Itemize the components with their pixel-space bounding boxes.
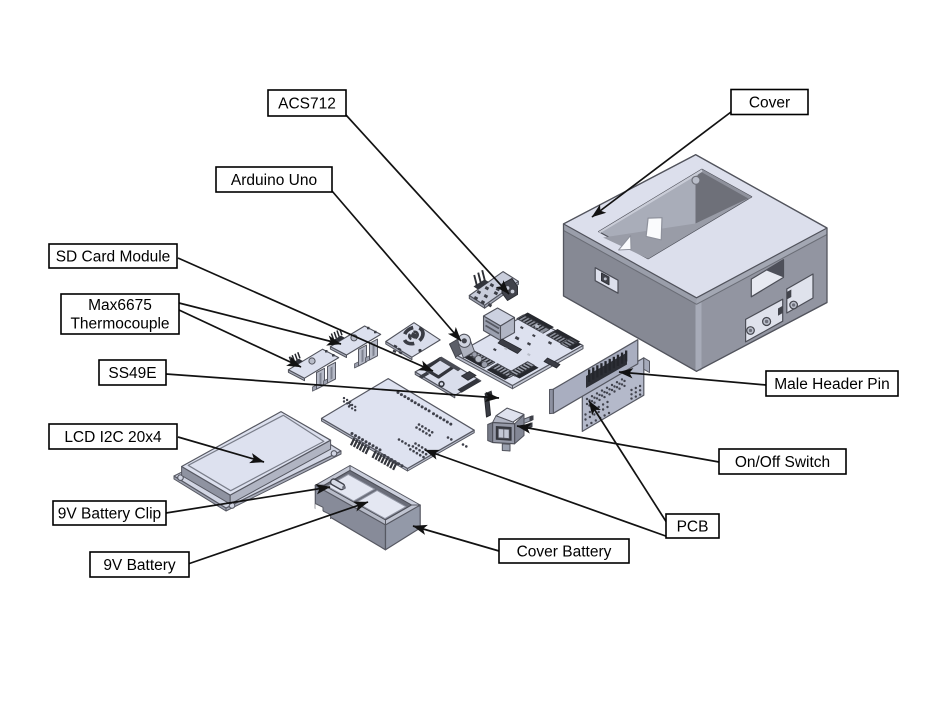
svg-text:LCD I2C 20x4: LCD I2C 20x4 (64, 429, 162, 446)
svg-text:Arduino Uno: Arduino Uno (231, 172, 317, 189)
svg-text:SD Card Module: SD Card Module (56, 248, 171, 265)
svg-text:Thermocouple: Thermocouple (70, 316, 169, 333)
svg-text:On/Off Switch: On/Off Switch (735, 454, 830, 471)
svg-text:Cover Battery: Cover Battery (517, 543, 612, 560)
svg-text:9V Battery: 9V Battery (103, 557, 176, 574)
svg-text:Max6675: Max6675 (88, 297, 152, 314)
svg-text:PCB: PCB (677, 518, 709, 535)
svg-text:ACS712: ACS712 (278, 95, 336, 112)
svg-text:Male Header Pin: Male Header Pin (774, 376, 889, 393)
svg-text:Cover: Cover (749, 94, 790, 111)
svg-text:9V Battery Clip: 9V Battery Clip (58, 505, 161, 522)
svg-text:SS49E: SS49E (108, 365, 156, 382)
